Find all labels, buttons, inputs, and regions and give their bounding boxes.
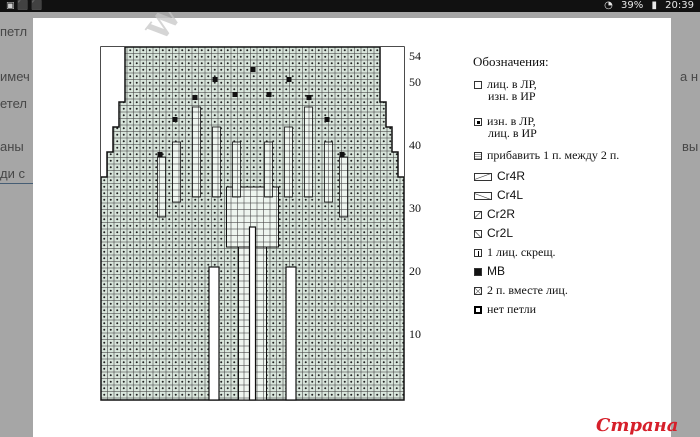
- cable-right-2-icon: [474, 211, 482, 219]
- legend-title: Обозначения:: [473, 54, 549, 69]
- dot-square-icon: [474, 118, 482, 126]
- divider: [0, 183, 36, 184]
- background-text-line: ди с: [0, 166, 25, 181]
- legend-item: Cr4R: [474, 170, 525, 182]
- site-logo: Страна Мам: [596, 415, 679, 437]
- battery-percent: 39%: [621, 0, 644, 11]
- row-label: 30: [409, 201, 421, 215]
- legend-item: изн. в ЛР, лиц. в ИР: [474, 115, 537, 139]
- clock: 20:39: [665, 0, 694, 11]
- wifi-icon: ◔: [604, 0, 613, 11]
- legend-item: лиц. в ЛР, изн. в ИР: [474, 78, 537, 102]
- bobble-icon: [474, 268, 482, 276]
- notification-icons: ▣ ⬛ ⬛: [6, 1, 43, 11]
- row-label: 54: [409, 49, 421, 63]
- row-label: 40: [409, 138, 421, 152]
- background-text-line: петл: [0, 24, 28, 39]
- status-bar: ▣ ⬛ ⬛ ◔ 39% ▮ 20:39: [0, 0, 700, 12]
- knitting-chart: [100, 46, 405, 401]
- background-text-line: имеч: [0, 69, 30, 84]
- twisted-stitch-icon: [474, 249, 482, 257]
- cable-left-4-icon: [474, 192, 492, 200]
- legend-item: 1 лиц. скрещ.: [474, 246, 556, 258]
- legend-item: нет петли: [474, 303, 536, 315]
- battery-icon: ▮: [651, 0, 657, 11]
- cable-right-4-icon: [474, 173, 492, 181]
- background-text-line: вы: [682, 139, 699, 154]
- image-lightbox[interactable]: W 54 50 40 30 20 10 Обозначения: лиц. в …: [33, 12, 678, 437]
- row-label: 10: [409, 327, 421, 341]
- row-label: 50: [409, 75, 421, 89]
- legend-item: 2 п. вместе лиц.: [474, 284, 568, 296]
- row-label: 20: [409, 264, 421, 278]
- legend-item: MB: [474, 265, 505, 277]
- background-text-line: етел: [0, 96, 27, 111]
- status-right: ◔ 39% ▮ 20:39: [599, 0, 694, 11]
- k2tog-icon: [474, 287, 482, 295]
- legend-item: Cr2L: [474, 227, 513, 239]
- white-square-icon: [474, 81, 482, 89]
- increase-icon: [474, 152, 482, 160]
- no-stitch-icon: [474, 306, 482, 314]
- legend-item: прибавить 1 п. между 2 п.: [474, 149, 619, 161]
- background-text-line: а н: [680, 69, 699, 84]
- legend-item: Cr4L: [474, 189, 523, 201]
- legend-item: Cr2R: [474, 208, 515, 220]
- web-page: петл имеч етел аны ди с а н вы W 54 50 4…: [0, 12, 700, 437]
- background-text-line: аны: [0, 139, 24, 154]
- cable-left-2-icon: [474, 230, 482, 238]
